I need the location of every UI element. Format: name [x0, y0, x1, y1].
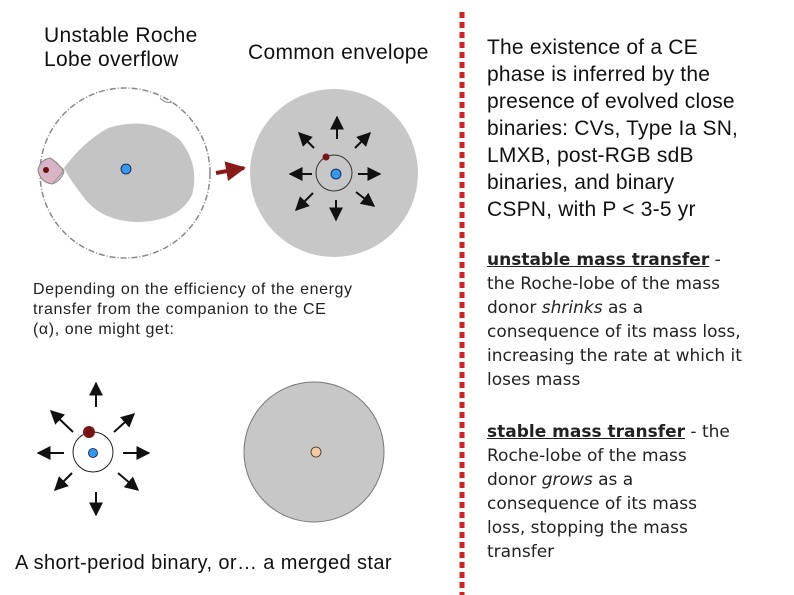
merged-core	[310, 446, 322, 458]
companion-star-ce	[322, 153, 330, 161]
inner-orbit	[315, 154, 353, 192]
efficiency-text: Depending on the efficiency of the energ…	[33, 281, 353, 338]
roche-overflow-figure	[37, 87, 211, 259]
unstable-mass-transfer-text: unstable mass transfer - the Roche-lobe …	[487, 250, 742, 390]
stable-heading: stable mass transfer	[487, 422, 686, 442]
roche-label-line: Lobe overflow	[44, 48, 179, 71]
roche-overflow-label: Unstable Roche Lobe overflow	[44, 24, 198, 72]
common-envelope-figure	[250, 89, 418, 257]
accretor-lobe	[37, 157, 65, 185]
unstable-heading: unstable mass transfer	[487, 250, 710, 270]
short-period-binary-figure	[36, 381, 151, 517]
stable-mass-transfer-text: stable mass transfer - the Roche-lobe of…	[487, 422, 730, 562]
roche-label-line: Unstable Roche	[44, 24, 198, 47]
companion-star-binary	[83, 426, 95, 438]
merged-star-figure	[243, 381, 385, 523]
core-ce	[330, 168, 342, 180]
ce-evidence-text: The existence of a CE phase is inferred …	[487, 36, 739, 221]
common-envelope-label: Common envelope	[248, 41, 429, 64]
core-binary	[88, 448, 98, 458]
transition-arrow	[215, 161, 246, 182]
outcome-label: A short-period binary, or… a merged star	[15, 552, 392, 574]
companion-star	[43, 167, 49, 173]
donor-core	[120, 163, 132, 175]
